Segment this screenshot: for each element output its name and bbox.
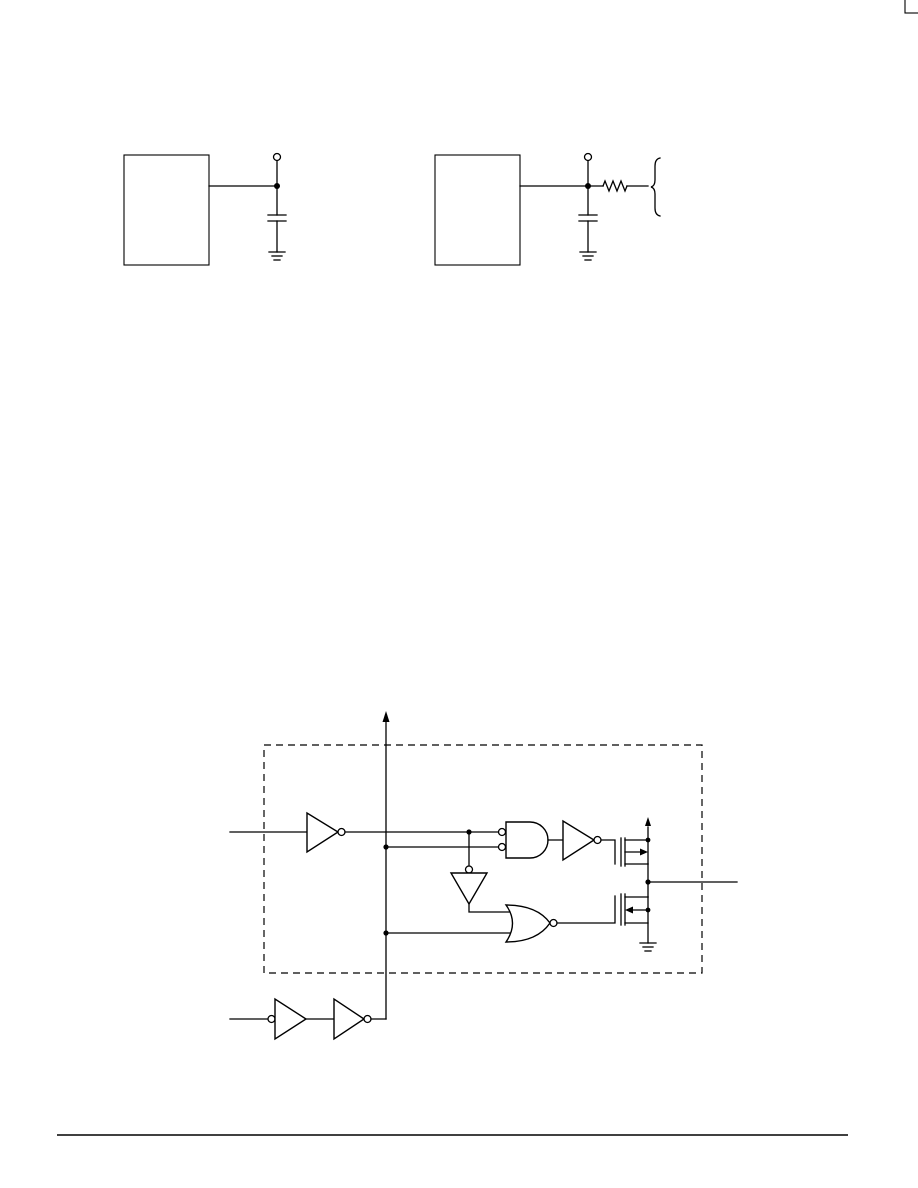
series-resistor (602, 179, 628, 193)
input-inverter (306, 811, 340, 854)
nmos-gate-wire (556, 895, 616, 924)
buffer-bubble (464, 865, 474, 874)
inverter-bubble (337, 827, 346, 837)
bus-arrow (382, 711, 390, 722)
down-buffer (449, 872, 489, 906)
pmos-transistor (620, 817, 651, 867)
enable-inverter (333, 997, 366, 1041)
inverter-bubble (363, 1014, 372, 1024)
output-terminal (583, 152, 593, 162)
capacitor-load-circuit (123, 152, 287, 266)
load-capacitor (578, 214, 598, 253)
junction-dot (383, 844, 389, 850)
vcc-arrow (645, 817, 651, 826)
load-capacitor (267, 214, 287, 253)
brace (650, 157, 661, 217)
nor-output-bubble (549, 918, 558, 928)
dashed-boundary (263, 744, 703, 974)
ground-symbol (579, 251, 597, 261)
output-buffer-logic-diagram (229, 711, 738, 1041)
rc-load-circuit (434, 152, 661, 266)
ground-symbol (268, 251, 286, 261)
page-corner-mark (904, 0, 918, 14)
circuit-block (434, 154, 521, 266)
pmos-driver-inverter (562, 819, 596, 862)
nand-input-bubble (497, 827, 507, 837)
enable-buffer (274, 997, 308, 1041)
ground-symbol (639, 942, 657, 952)
inverter-bubble (593, 835, 602, 845)
nand-input-bubble (497, 842, 507, 852)
pmos-gate-wire (600, 839, 616, 865)
buffer-input-bubble (267, 1014, 276, 1024)
junction-dot (274, 183, 280, 189)
junction-dot (383, 930, 389, 936)
nand-gate (505, 821, 549, 859)
nmos-transistor (620, 893, 651, 944)
buffer-to-nor-wire (468, 903, 513, 913)
nor-gate (504, 904, 551, 943)
output-terminal (272, 152, 282, 162)
circuit-block (123, 154, 210, 266)
